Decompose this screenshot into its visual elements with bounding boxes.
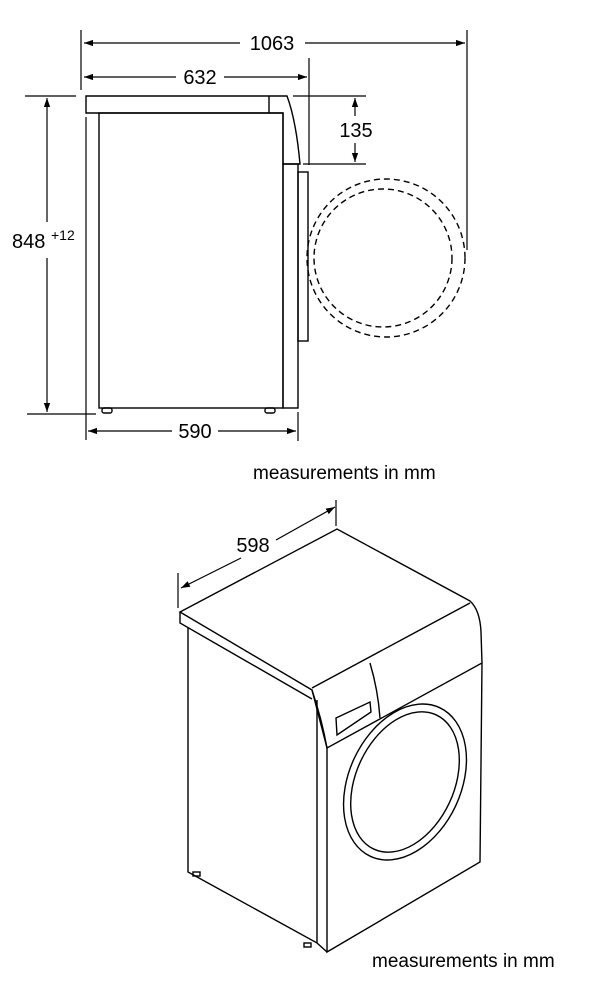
isometric-view: 598 measurements in mm xyxy=(177,500,555,972)
measurements-caption: measurements in mm xyxy=(372,951,555,972)
left-side xyxy=(187,628,318,945)
dimension-label: 135 xyxy=(339,120,372,142)
top-panel xyxy=(85,95,301,165)
dimension-label: 848 xyxy=(12,231,45,253)
front-face xyxy=(326,662,483,954)
door-inner xyxy=(349,711,461,853)
door-profile xyxy=(297,171,309,342)
machine-side-outline xyxy=(85,95,309,414)
dimension-label: 598 xyxy=(236,535,269,557)
body-side xyxy=(98,112,284,409)
foot xyxy=(303,942,312,948)
machine-iso-outline xyxy=(178,528,483,954)
dimension-label: 632 xyxy=(183,67,216,89)
dimension-tolerance: +12 xyxy=(51,227,75,243)
panel-curve xyxy=(311,689,328,749)
panel-divider xyxy=(369,662,381,719)
front-panel xyxy=(282,163,299,409)
dimension-598: 598 xyxy=(177,500,337,608)
door-swing-arc xyxy=(306,178,466,338)
dimension-590: 590 xyxy=(88,421,296,443)
dimension-848: 848 +12 xyxy=(12,98,75,412)
dimension-135: 135 xyxy=(339,98,373,162)
dimension-label: 590 xyxy=(178,421,211,443)
foot xyxy=(264,407,276,414)
side-view: 1063 632 848 +12 135 590 xyxy=(12,30,468,484)
measurements-caption: measurements in mm xyxy=(253,463,436,484)
display-window xyxy=(335,700,372,737)
top-slab-edge xyxy=(179,612,313,700)
top-face xyxy=(178,528,483,750)
door-outer xyxy=(342,703,468,861)
dimension-label: 1063 xyxy=(250,33,295,55)
dimension-1063: 1063 xyxy=(84,33,465,55)
foot xyxy=(101,407,113,414)
foot xyxy=(192,871,201,877)
dimension-632: 632 xyxy=(84,67,307,89)
